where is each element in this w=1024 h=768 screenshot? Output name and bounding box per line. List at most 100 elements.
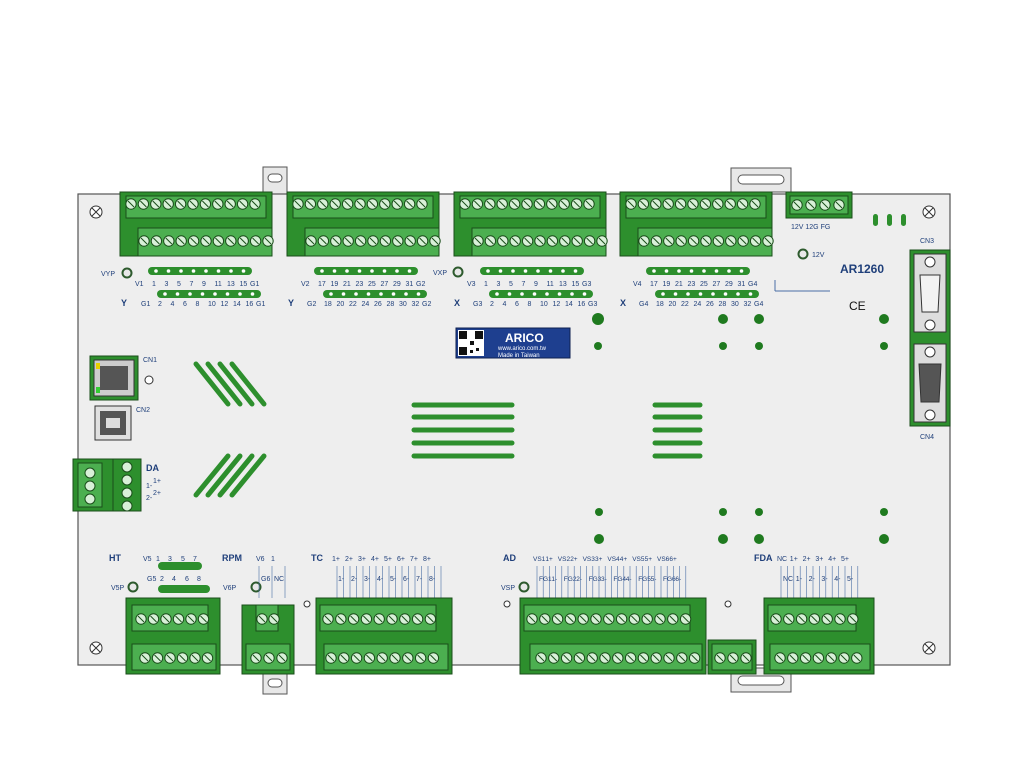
x4-pin-even-label: 22 bbox=[681, 301, 689, 308]
terminal-screw bbox=[774, 652, 786, 664]
terminal-screw bbox=[249, 235, 262, 247]
pin-dot bbox=[523, 269, 528, 273]
x3-pin-odd-label: 5 bbox=[509, 281, 513, 288]
pin-dot bbox=[382, 269, 387, 273]
pin-dot bbox=[379, 292, 383, 296]
terminal-screw bbox=[558, 198, 570, 210]
pin-dot bbox=[395, 269, 399, 273]
terminal-screw bbox=[201, 652, 214, 664]
terminal-screw bbox=[164, 652, 176, 664]
terminal-screw bbox=[350, 652, 363, 664]
terminal-screw bbox=[416, 235, 429, 247]
terminal-screw bbox=[212, 235, 225, 247]
terminal-screw bbox=[583, 198, 595, 210]
fda-pin-label: 2- bbox=[809, 576, 816, 583]
terminal-screw bbox=[347, 613, 360, 625]
y2-pin-odd-label: 19 bbox=[331, 281, 339, 288]
terminal-screw bbox=[366, 198, 379, 210]
terminal-screw bbox=[675, 235, 687, 247]
brand-logo-text: ARICO bbox=[505, 331, 544, 345]
ad-pin-label: VS5 bbox=[632, 556, 645, 563]
terminal-screw bbox=[172, 613, 185, 625]
terminal-screw bbox=[847, 613, 859, 625]
y1-pin-even-label: 12 bbox=[221, 301, 229, 308]
terminal-screw bbox=[125, 198, 137, 210]
terminal-screw bbox=[379, 198, 391, 210]
terminal-screw bbox=[650, 235, 663, 247]
terminal-screw bbox=[471, 198, 484, 210]
terminal-screw bbox=[564, 613, 577, 625]
terminal-screw bbox=[304, 198, 317, 210]
terminal-screw bbox=[625, 198, 637, 210]
terminal-screw bbox=[551, 613, 564, 625]
tc-pin-label: 3- bbox=[364, 576, 371, 583]
terminal-block-rpm bbox=[241, 604, 295, 675]
x3-axis-label: X bbox=[454, 298, 460, 308]
terminal-screw bbox=[534, 235, 546, 247]
cn4-label: CN4 bbox=[920, 434, 934, 441]
ad-pin-label: 3- bbox=[601, 576, 607, 583]
terminal-screw bbox=[577, 613, 589, 625]
terminal-screw bbox=[212, 198, 224, 210]
pin-dot bbox=[561, 269, 565, 273]
pin-dot bbox=[711, 292, 715, 296]
ad-pin-label: 4- bbox=[626, 576, 632, 583]
ad-pin-label: 5+ bbox=[645, 556, 653, 563]
x3-pin-even-label: 12 bbox=[553, 301, 561, 308]
x3-pin-even-label: 10 bbox=[540, 301, 548, 308]
da-label-2p: 2+ bbox=[153, 490, 161, 497]
da-terminal-block bbox=[72, 458, 142, 512]
terminal-screw bbox=[641, 613, 653, 625]
terminal-screw bbox=[603, 613, 615, 625]
y1-pin-even-label: 6 bbox=[183, 301, 187, 308]
terminal-screw bbox=[612, 652, 624, 664]
pin-dot bbox=[357, 269, 362, 273]
pin-dot bbox=[404, 292, 408, 296]
pin-dot bbox=[582, 292, 587, 296]
ht-pin-label: 2 bbox=[160, 576, 164, 583]
terminal-screw bbox=[386, 613, 398, 625]
pin-dot bbox=[354, 292, 358, 296]
top-pin-headers bbox=[148, 267, 759, 298]
vyp-label: VYP bbox=[101, 271, 115, 278]
fda-title: FDA bbox=[754, 553, 773, 563]
terminal-screw bbox=[712, 235, 725, 247]
terminal-screw bbox=[150, 198, 162, 210]
terminal-screw bbox=[521, 198, 533, 210]
fda-pin-label: 4+ bbox=[828, 556, 836, 563]
tc-pin-label: 7- bbox=[416, 576, 423, 583]
terminal-screw bbox=[736, 198, 749, 210]
y1-pin-odd-label: 5 bbox=[177, 281, 181, 288]
y2-pin-even-label: 22 bbox=[349, 301, 357, 308]
cn3-label: CN3 bbox=[920, 238, 934, 245]
ht-pin-label: G5 bbox=[147, 576, 156, 583]
terminal-screw bbox=[147, 613, 160, 625]
terminal-screw bbox=[805, 199, 817, 211]
fda-pin-label: 1+ bbox=[790, 556, 798, 563]
pin-dot bbox=[739, 269, 744, 273]
terminal-screw bbox=[637, 652, 650, 664]
x3-vcc-label: V3 bbox=[467, 281, 476, 288]
vsp-label: VSP bbox=[501, 585, 515, 592]
terminal-screw bbox=[354, 198, 366, 210]
y2-pin-even-label: 24 bbox=[362, 301, 370, 308]
pin-dot bbox=[570, 292, 574, 296]
y2-pin-odd-label: 27 bbox=[381, 281, 389, 288]
terminal-screw bbox=[162, 198, 174, 210]
terminal-screw bbox=[341, 198, 354, 210]
terminal-screw bbox=[725, 235, 737, 247]
terminal-screw bbox=[250, 652, 262, 664]
terminal-screw bbox=[139, 652, 151, 664]
terminal-screw bbox=[151, 652, 164, 664]
terminal-screw bbox=[663, 652, 675, 664]
ad-pin-label: VS6 bbox=[657, 556, 670, 563]
y2-gnd-bottom-label: G2 bbox=[422, 301, 431, 308]
terminal-screw bbox=[628, 613, 641, 625]
terminal-screw bbox=[305, 235, 317, 247]
tc-pin-label: 5- bbox=[390, 576, 397, 583]
terminal-screw bbox=[392, 235, 404, 247]
terminal-screw bbox=[292, 198, 304, 210]
da-label-1p: 1+ bbox=[153, 478, 161, 485]
tc-pin-label: 8- bbox=[429, 576, 436, 583]
terminal-screw bbox=[496, 198, 508, 210]
